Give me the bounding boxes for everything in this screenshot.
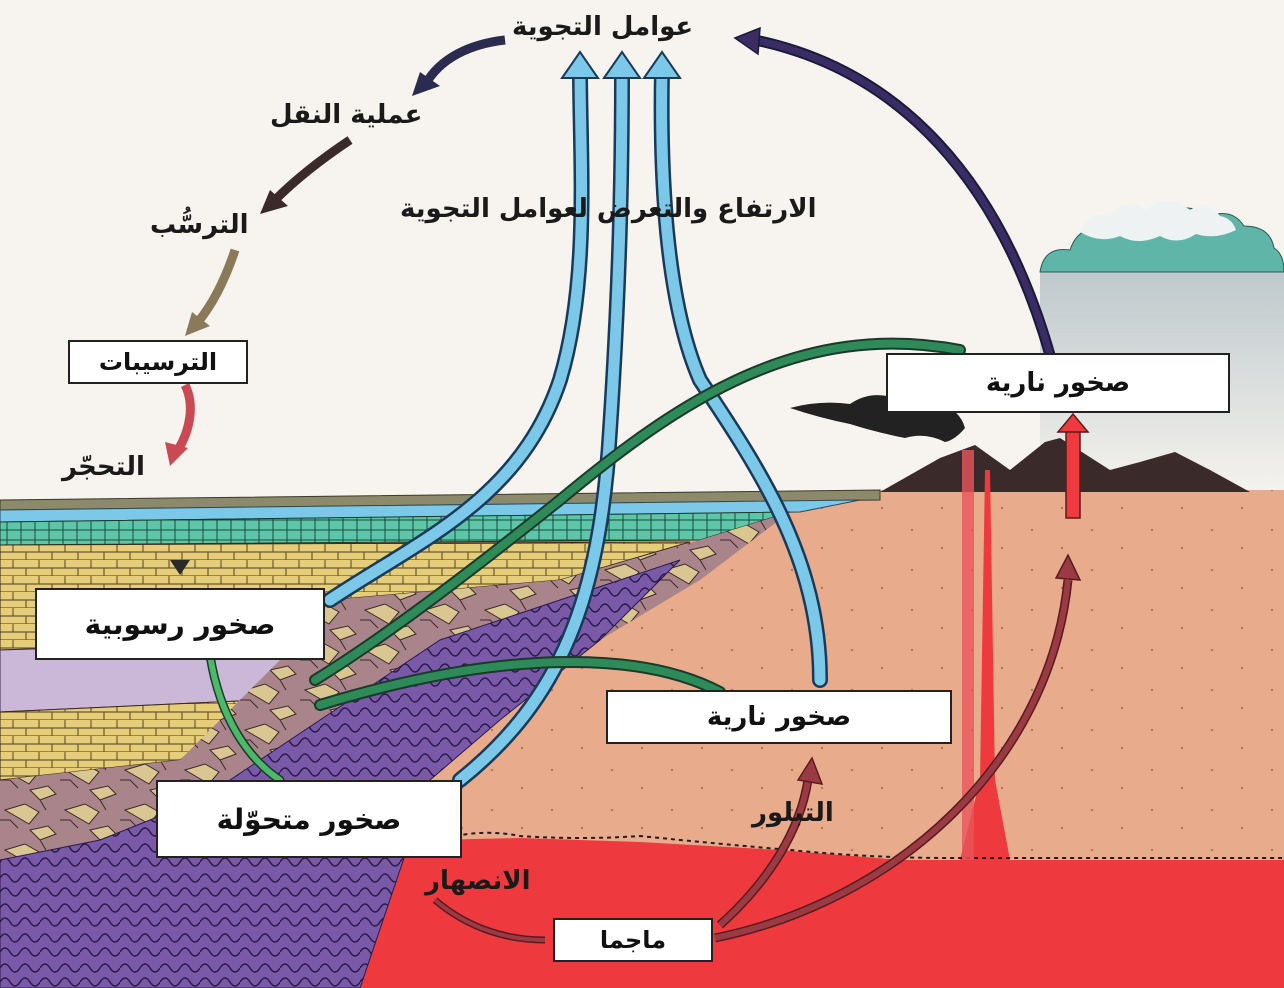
lithification-marker xyxy=(170,560,190,575)
arrow-weathering-to-transport xyxy=(421,35,506,88)
label-lithification: التحجّر xyxy=(62,452,145,482)
arrowhead-crystallization xyxy=(796,756,824,785)
arrowhead-lithification xyxy=(165,442,188,466)
box-sediments: الترسيبات xyxy=(68,340,248,384)
box-igneous-rocks-extrusive: صخور نارية xyxy=(886,353,1230,413)
arrow-deposition-to-sediments xyxy=(194,248,240,325)
box-metamorphic-rocks: صخور متحوّلة xyxy=(156,780,462,858)
arrow-sediments-to-lithification xyxy=(174,382,195,453)
label-transport: عملية النقل xyxy=(270,100,423,130)
label-melting: الانصهار xyxy=(425,866,531,896)
uplift-arrowheads xyxy=(560,50,682,79)
arrowhead-igneous-up xyxy=(1056,412,1090,433)
label-deposition: الترسُّب xyxy=(150,210,249,240)
label-weathering-agents: عوامل التجوية xyxy=(512,12,694,42)
label-crystallization: التبلور xyxy=(752,798,834,828)
box-sedimentary-rocks: صخور رسوبية xyxy=(35,588,325,660)
arrowhead-deposition xyxy=(260,190,288,214)
box-magma: ماجما xyxy=(553,918,713,962)
arrowhead-sediments xyxy=(185,312,210,336)
arrowhead-igneous-top xyxy=(1054,553,1082,581)
green-arrows xyxy=(205,337,966,785)
arrow-up-igneous xyxy=(1065,429,1081,519)
magma-conduit xyxy=(962,450,974,860)
magma-chamber xyxy=(360,470,1284,988)
arrow-transport-to-deposition xyxy=(271,136,353,204)
label-uplift: الارتفاع والتعرض لعوامل التجوية xyxy=(400,194,817,224)
box-igneous-rocks-intrusive: صخور نارية xyxy=(606,690,952,744)
arrowhead-weathering xyxy=(733,26,761,56)
uplift-arrows xyxy=(322,62,828,788)
arrowhead-transport xyxy=(412,72,440,96)
